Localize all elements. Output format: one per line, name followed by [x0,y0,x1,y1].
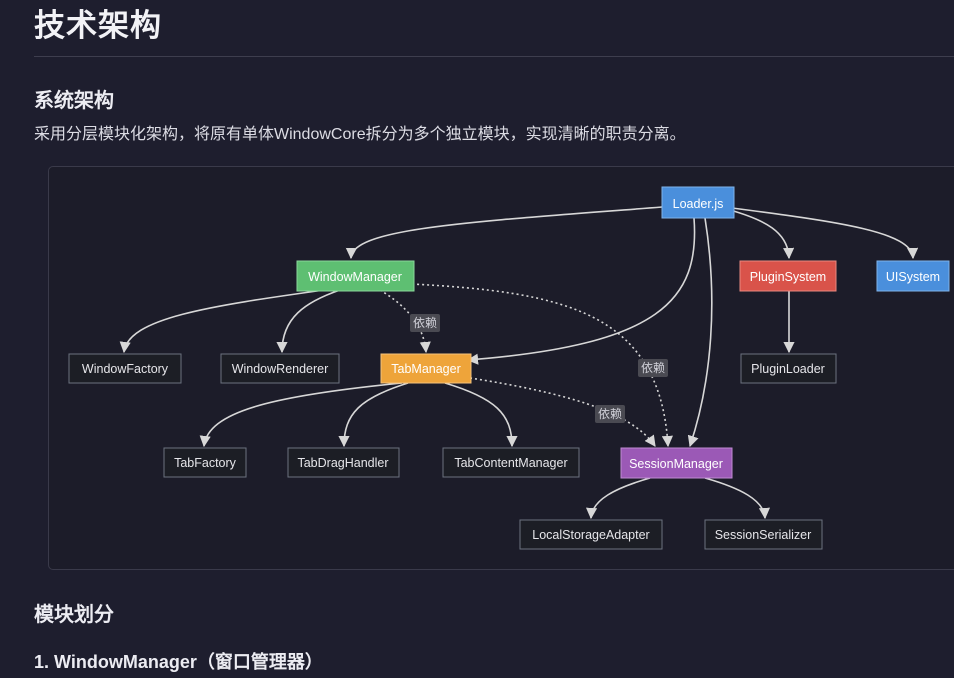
node-plugin-loader-label: PluginLoader [751,362,825,376]
node-ui-system-label: UISystem [886,270,940,284]
title-divider [34,56,954,57]
edge-sessionmanager-localstorage [585,477,651,520]
dependency-label-1: 依赖 [410,314,440,332]
dependency-label-text: 依赖 [641,360,665,375]
edge-tabmanager-tabdraghandler [338,382,409,448]
node-session-manager: SessionManager [620,447,733,479]
node-local-storage-adapter: LocalStorageAdapter [519,519,663,550]
node-session-serializer-label: SessionSerializer [715,528,812,542]
node-local-storage-adapter-label: LocalStorageAdapter [532,528,649,542]
node-window-manager: WindowManager [296,260,415,292]
node-window-manager-label: WindowManager [308,270,402,284]
node-session-manager-label: SessionManager [629,457,723,471]
dependency-label-text: 依赖 [413,315,437,330]
node-loader: Loader.js [661,186,735,219]
node-loader-label: Loader.js [673,197,724,211]
dependency-windowmanager-sessionmanager [411,283,673,448]
section-heading-modules: 模块划分 [34,604,114,626]
page-title: 技术架构 [34,8,162,43]
section-heading-architecture: 系统架构 [34,90,114,112]
dependency-label-3: 依赖 [595,405,625,423]
node-window-factory: WindowFactory [68,353,182,384]
node-tab-content-manager: TabContentManager [442,447,580,478]
node-window-factory-label: WindowFactory [82,362,169,376]
node-tab-content-manager-label: TabContentManager [454,456,567,470]
node-tab-drag-handler: TabDragHandler [287,447,400,478]
edge-loader-sessionmanager [687,217,713,448]
node-tab-factory: TabFactory [163,447,247,478]
edge-tabmanager-tabcontentmanager [444,382,518,448]
edge-loader-uisystem [731,207,919,260]
node-window-renderer: WindowRenderer [220,353,340,384]
edge-loader-windowmanager [345,206,663,260]
node-plugin-system-label: PluginSystem [750,270,826,284]
node-session-serializer: SessionSerializer [704,519,823,550]
node-tab-factory-label: TabFactory [174,456,237,470]
architecture-description: 采用分层模块化架构，将原有单体WindowCore拆分为多个独立模块，实现清晰的… [34,126,686,143]
edge-windowmanager-windowfactory [119,289,325,354]
edge-loader-pluginsystem [729,209,795,260]
edge-loader-tabmanager [466,217,696,365]
edge-windowmanager-windowrenderer [276,289,341,354]
dependency-tabmanager-sessionmanager [469,377,656,447]
node-plugin-loader: PluginLoader [740,353,837,384]
node-tab-drag-handler-label: TabDragHandler [297,456,388,470]
node-ui-system: UISystem [876,260,950,292]
node-tab-manager: TabManager [380,353,472,384]
dependency-label-text: 依赖 [598,406,622,421]
node-plugin-system: PluginSystem [739,260,837,292]
node-tab-manager-label: TabManager [391,362,461,376]
module-heading-window-manager: 1. WindowManager（窗口管理器） [34,652,323,672]
dependency-label-2: 依赖 [638,359,668,377]
edge-tabmanager-tabfactory [199,382,403,448]
edge-sessionmanager-serializer [704,477,771,520]
node-window-renderer-label: WindowRenderer [232,362,329,376]
